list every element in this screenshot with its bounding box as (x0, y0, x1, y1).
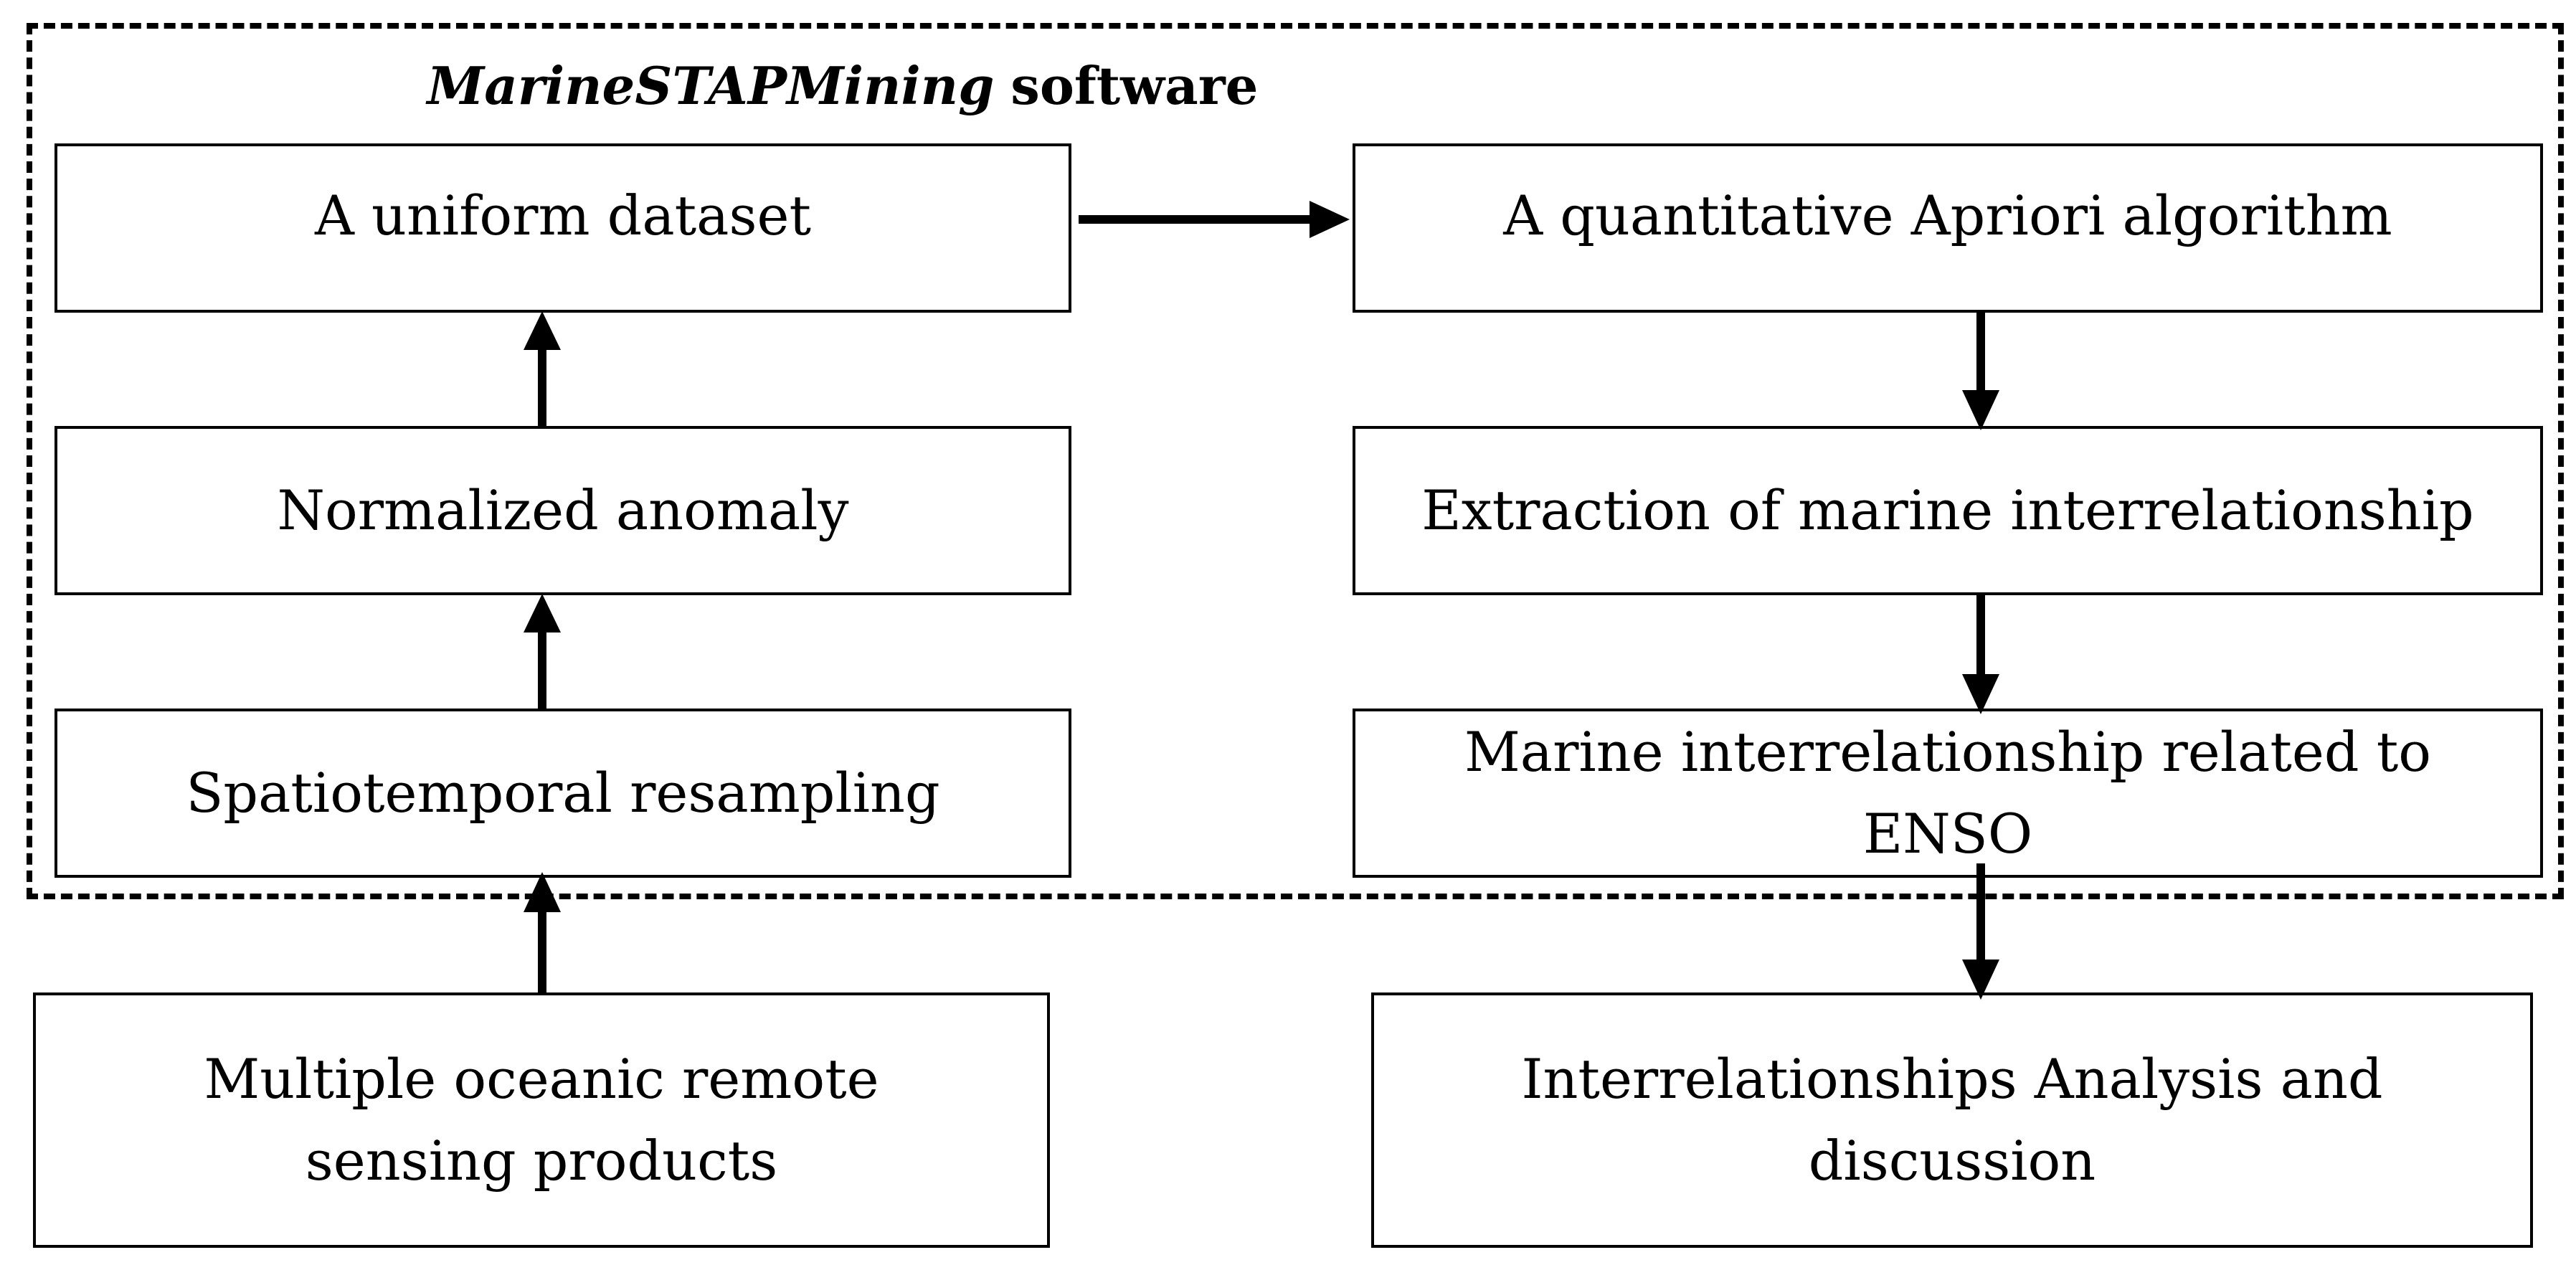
enso-box: Marine interrelationship related to ENSO (1353, 709, 2543, 878)
arrow-resampling-to-anomaly (524, 594, 561, 709)
diagram-title: MarineSTAPMining software (0, 50, 1685, 122)
software-boundary-frame (27, 23, 2564, 899)
uniform-dataset-box: A uniform dataset (55, 143, 1071, 313)
analysis-box: Interrelationships Analysis and discussi… (1371, 992, 2533, 1248)
normalized-anomaly-box: Normalized anomaly (55, 426, 1071, 595)
apriori-algorithm-label: A quantitative Apriori algorithm (1503, 184, 2392, 247)
software-name: MarineSTAPMining (427, 55, 995, 116)
enso-label: Marine interrelationship related to ENSO (1464, 720, 2432, 866)
analysis-label: Interrelationships Analysis and discussi… (1521, 1047, 2383, 1193)
normalized-anomaly-label: Normalized anomaly (277, 478, 849, 542)
arrow-dataset-to-apriori (1079, 201, 1350, 238)
extraction-label: Extraction of marine interrelationship (1421, 478, 2474, 542)
extraction-box: Extraction of marine interrelationship (1353, 426, 2543, 595)
arrow-products-to-resampling (524, 872, 561, 992)
arrow-apriori-to-extraction (1962, 313, 1999, 430)
apriori-algorithm-box: A quantitative Apriori algorithm (1353, 143, 2543, 313)
software-label: software (1010, 55, 1259, 116)
uniform-dataset-label: A uniform dataset (314, 184, 811, 247)
spatiotemporal-resampling-label: Spatiotemporal resampling (186, 761, 940, 825)
remote-sensing-products-label: Multiple oceanic remote sensing products (204, 1047, 879, 1193)
arrow-enso-to-analysis (1962, 863, 1999, 1000)
arrow-extraction-to-enso (1962, 595, 1999, 714)
arrow-anomaly-to-dataset (524, 311, 561, 426)
spatiotemporal-resampling-box: Spatiotemporal resampling (55, 709, 1071, 878)
remote-sensing-products-box: Multiple oceanic remote sensing products (33, 992, 1050, 1248)
